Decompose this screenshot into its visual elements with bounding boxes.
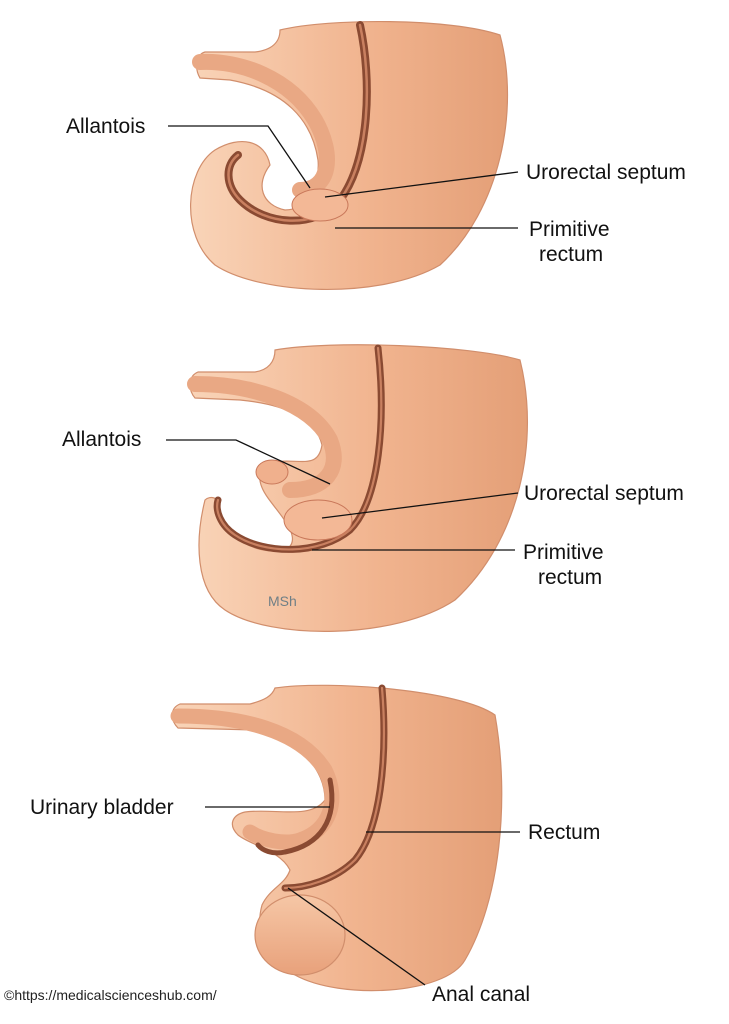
panel-1-primitive-rectum-label-line1: Primitive — [529, 218, 610, 241]
panel-1-early-cloaca: Allantois Urorectal septum Primitive rec… — [66, 20, 686, 290]
panel-2-urorectal-septum-label: Urorectal septum — [524, 482, 684, 505]
panel-3-rectum-label: Rectum — [528, 821, 600, 844]
panel-3-perineal-bulge — [254, 894, 346, 976]
panel-2-allantois-label: Allantois — [62, 428, 141, 451]
panel-2-primitive-rectum-label-line1: Primitive — [523, 541, 604, 564]
panel-3-anal-canal-leader — [287, 887, 426, 986]
panel-2-urorectal-septum-leader — [321, 492, 519, 519]
panel-1-urorectal-septum-label: Urorectal septum — [526, 161, 686, 184]
source-credit: ©https://medicalscienceshub.com/ — [4, 987, 217, 1003]
panel-2-watermark: MSh — [268, 593, 297, 609]
panel-2-primitive-rectum-label-line2: rectum — [538, 566, 602, 589]
panel-1-allantois-leader — [168, 125, 311, 189]
panel-1-urorectal-septum-leader — [324, 171, 519, 198]
panel-2-septum-descending: Allantois Urorectal septum Primitive rec… — [62, 344, 684, 632]
panel-1-primitive-rectum-label-line2: rectum — [539, 243, 603, 266]
panel-1-body — [190, 20, 509, 290]
panel-2-allantois-leader — [166, 439, 331, 485]
panel-1-septum-fold — [291, 188, 349, 222]
panel-2-allantois-tube — [187, 376, 342, 498]
panel-1-allantois-tube — [192, 53, 335, 198]
panel-1-allantois-label: Allantois — [66, 115, 145, 138]
panel-2-septum-fold — [283, 499, 353, 541]
panel-3-urinary-bladder-label: Urinary bladder — [30, 796, 174, 819]
panel-3-anal-canal-label: Anal canal — [432, 983, 530, 1006]
panel-3-separated: Urinary bladder Rectum Anal canal — [30, 684, 600, 1006]
